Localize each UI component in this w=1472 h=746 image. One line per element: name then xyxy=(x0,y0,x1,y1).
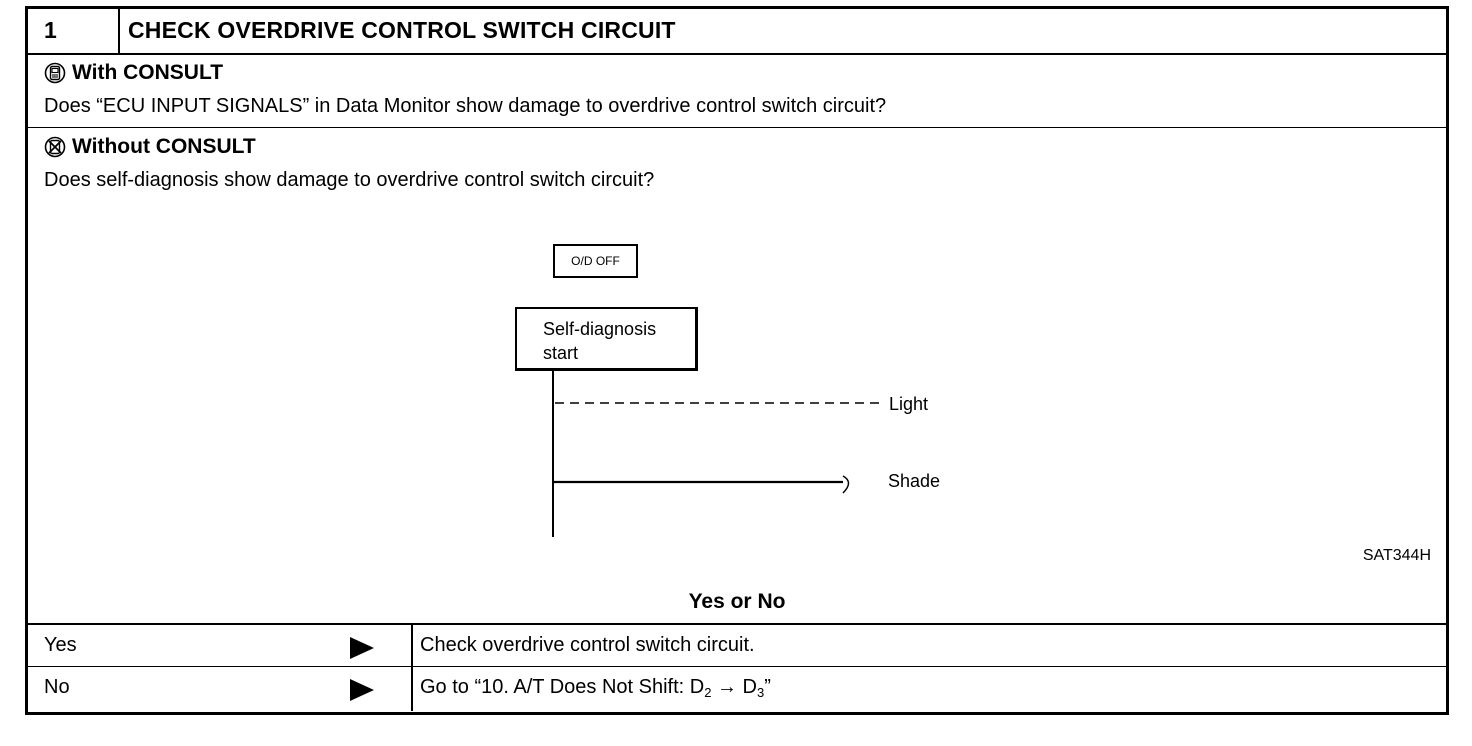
shade-label: Shade xyxy=(888,471,941,491)
right-arrow-icon xyxy=(350,637,374,659)
with-consult-heading: With CONSULT xyxy=(44,61,223,85)
result-row-no: No Go to “10. A/T Does Not Shift: D2 → D… xyxy=(28,666,1446,711)
no-consult-icon xyxy=(44,136,66,158)
step-title: CHECK OVERDRIVE CONTROL SWITCH CIRCUIT xyxy=(128,17,676,43)
self-diagnosis-start-box: Self-diagnosis start xyxy=(515,307,698,371)
action-no-prefix: Go to “10. A/T Does Not Shift: D xyxy=(420,676,705,698)
d3-subscript: 3 xyxy=(757,685,765,700)
start-line1: Self-diagnosis xyxy=(543,319,657,339)
start-line2: start xyxy=(543,343,579,363)
d2-subscript: 2 xyxy=(704,685,712,700)
action-yes: Check overdrive control switch circuit. xyxy=(420,634,755,656)
row-divider xyxy=(411,667,413,711)
header-divider xyxy=(118,9,120,53)
right-arrow-icon xyxy=(350,679,374,701)
light-label: Light xyxy=(889,394,929,414)
with-consult-label: With CONSULT xyxy=(72,61,224,84)
without-consult-section: Without CONSULT Does self-diagnosis show… xyxy=(28,129,1446,619)
step-number: 1 xyxy=(44,17,57,43)
without-consult-label: Without CONSULT xyxy=(72,135,256,158)
od-off-indicator: O/D OFF xyxy=(553,244,638,278)
action-no: Go to “10. A/T Does Not Shift: D2 → D3” xyxy=(420,676,771,699)
yes-or-no-prompt: Yes or No xyxy=(688,590,786,613)
action-no-arrow: → D xyxy=(711,676,757,698)
without-consult-question: Does self-diagnosis show damage to overd… xyxy=(44,169,655,191)
step-header: 1 CHECK OVERDRIVE CONTROL SWITCH CIRCUIT xyxy=(28,9,1446,55)
with-consult-section: With CONSULT Does “ECU INPUT SIGNALS” in… xyxy=(28,55,1446,128)
procedure-table: 1 CHECK OVERDRIVE CONTROL SWITCH CIRCUIT… xyxy=(25,6,1449,715)
without-consult-heading: Without CONSULT xyxy=(44,135,256,159)
with-consult-question: Does “ECU INPUT SIGNALS” in Data Monitor… xyxy=(44,95,887,117)
row-divider xyxy=(411,625,413,669)
result-row-yes: Yes Check overdrive control switch circu… xyxy=(28,623,1446,669)
consult-icon xyxy=(44,62,66,84)
figure-code: SAT344H xyxy=(1362,547,1431,564)
answer-no: No xyxy=(44,676,70,698)
action-no-suffix: ” xyxy=(764,676,771,698)
answer-yes: Yes xyxy=(44,634,77,656)
